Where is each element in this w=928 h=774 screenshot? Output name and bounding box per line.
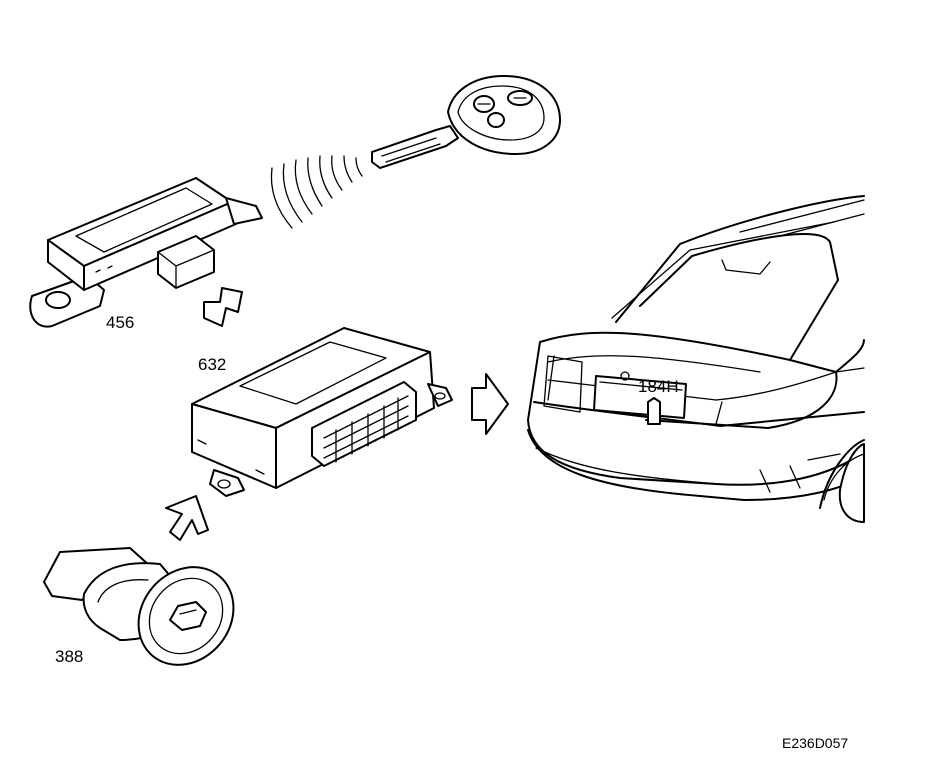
figure-reference: E236D057 [782, 735, 849, 751]
control-module-icon [191, 327, 453, 497]
radio-signal-icon [270, 155, 363, 229]
receiver-label: 456 [106, 313, 135, 332]
arrow-down-right-icon [203, 287, 243, 327]
arrow-up-right-icon [165, 495, 209, 541]
remote-key-icon [371, 75, 561, 169]
ignition-switch-label: 388 [55, 647, 84, 666]
ignition-switch-icon [43, 547, 235, 666]
control-module-label: 632 [198, 355, 227, 374]
car-rear-icon [527, 195, 865, 523]
trunk-lock-label: 184H [638, 377, 679, 396]
trunk-lock-icon [647, 397, 661, 425]
arrow-right-icon [471, 373, 509, 435]
receiver-unit-icon [29, 177, 263, 328]
